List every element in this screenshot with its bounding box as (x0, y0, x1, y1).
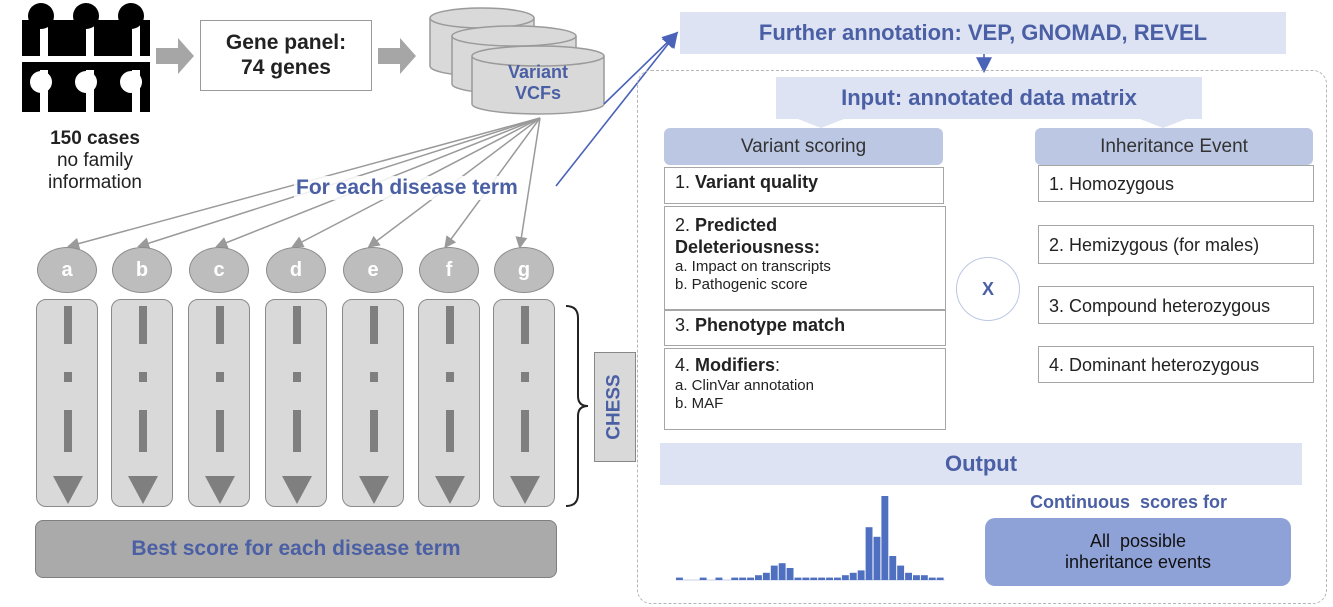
item3-title: Phenotype match (695, 315, 846, 335)
inheritance-item-2: 2. Hemizygous (for males) (1038, 225, 1314, 264)
gene-panel-line2: 74 genes (241, 55, 331, 79)
item1-title: Variant quality (695, 172, 819, 192)
output-bar: Output (660, 443, 1302, 485)
modifiers-item: 4. Modifiers: a. ClinVar annotation b. M… (664, 348, 946, 430)
item4-sub-b: b. MAF (675, 394, 724, 412)
chess-label: CHESS (604, 374, 625, 440)
column-b-oval: b (112, 247, 172, 293)
output-label: Output (944, 451, 1018, 476)
item2-sub-a: a. Impact on transcripts (675, 258, 831, 276)
inheritance-header: Inheritance Event (1035, 128, 1313, 165)
item3-num: 3. (675, 315, 691, 335)
inheritance-item-3: 3. Compound heterozygous (1038, 286, 1314, 324)
column-f-box (418, 299, 480, 507)
phenotype-match-item: 3. Phenotype match (664, 310, 946, 346)
cases-label: 150 cases no family information (10, 128, 180, 194)
column-f-oval: f (419, 247, 479, 293)
item2-title1: Predicted (695, 215, 778, 235)
column-g-oval: g (494, 247, 554, 293)
all-possible-line2: inheritance events (1064, 552, 1212, 572)
column-e-oval: e (343, 247, 403, 293)
all-possible-line1: All possible (1089, 531, 1187, 552)
column-d-box (265, 299, 327, 507)
times-label: X (981, 278, 994, 299)
arrow-to-vcf (378, 38, 416, 74)
variant-scoring-header: Variant scoring (664, 128, 943, 165)
times-circle: X (956, 257, 1020, 321)
right-panel (637, 70, 1327, 604)
arrow-to-gene-panel (156, 38, 194, 74)
item2-num: 2. (675, 215, 691, 235)
input-matrix-label: Input: annotated data matrix (841, 85, 1137, 110)
further-annotation-box: Further annotation: VEP, GNOMAD, REVEL (680, 12, 1286, 54)
item2-title2: Deleteriousness: (675, 236, 821, 257)
input-matrix-box: Input: annotated data matrix (776, 77, 1202, 119)
item4-title: Modifiers (695, 355, 776, 375)
column-g-box (493, 299, 555, 507)
best-score-label: Best score for each disease term (131, 537, 461, 560)
cases-note: no family information (48, 149, 142, 193)
item4-sub-a: a. ClinVar annotation (675, 376, 814, 394)
gene-panel-box: Gene panel: 74 genes (200, 20, 372, 91)
column-c-box (188, 299, 250, 507)
further-annotation-label: Further annotation: VEP, GNOMAD, REVEL (758, 20, 1208, 45)
item1-num: 1. (675, 172, 691, 192)
best-score-bar: Best score for each disease term (35, 520, 557, 578)
cases-count: 150 cases (50, 128, 140, 149)
column-c-oval: c (189, 247, 249, 293)
variant-quality-item: 1. Variant quality (664, 167, 944, 204)
inheritance-item-1: 1. Homozygous (1038, 165, 1314, 202)
column-e-box (342, 299, 404, 507)
column-a-box (36, 299, 98, 507)
chess-box: CHESS (594, 352, 636, 462)
vcf-line2: VCFs (514, 82, 561, 103)
vcf-line1: Variant (507, 62, 569, 82)
item2-sub-b: b. Pathogenic score (675, 276, 808, 294)
vcf-label: Variant VCFs (488, 62, 588, 103)
continuous-label: Continuous scores for (1030, 492, 1228, 512)
column-b-box (111, 299, 173, 507)
for-each-label: For each disease term (294, 176, 520, 200)
item4-num: 4. (675, 355, 691, 375)
gene-panel-line1: Gene panel: (225, 31, 347, 55)
column-d-oval: d (266, 247, 326, 293)
inheritance-item-4: 4. Dominant heterozygous (1038, 346, 1314, 383)
deleteriousness-item: 2. Predicted Deleteriousness: a. Impact … (664, 206, 946, 310)
all-possible-box: All possible inheritance events (985, 518, 1291, 586)
column-a-oval: a (37, 247, 97, 293)
item4-colon: : (775, 355, 781, 375)
